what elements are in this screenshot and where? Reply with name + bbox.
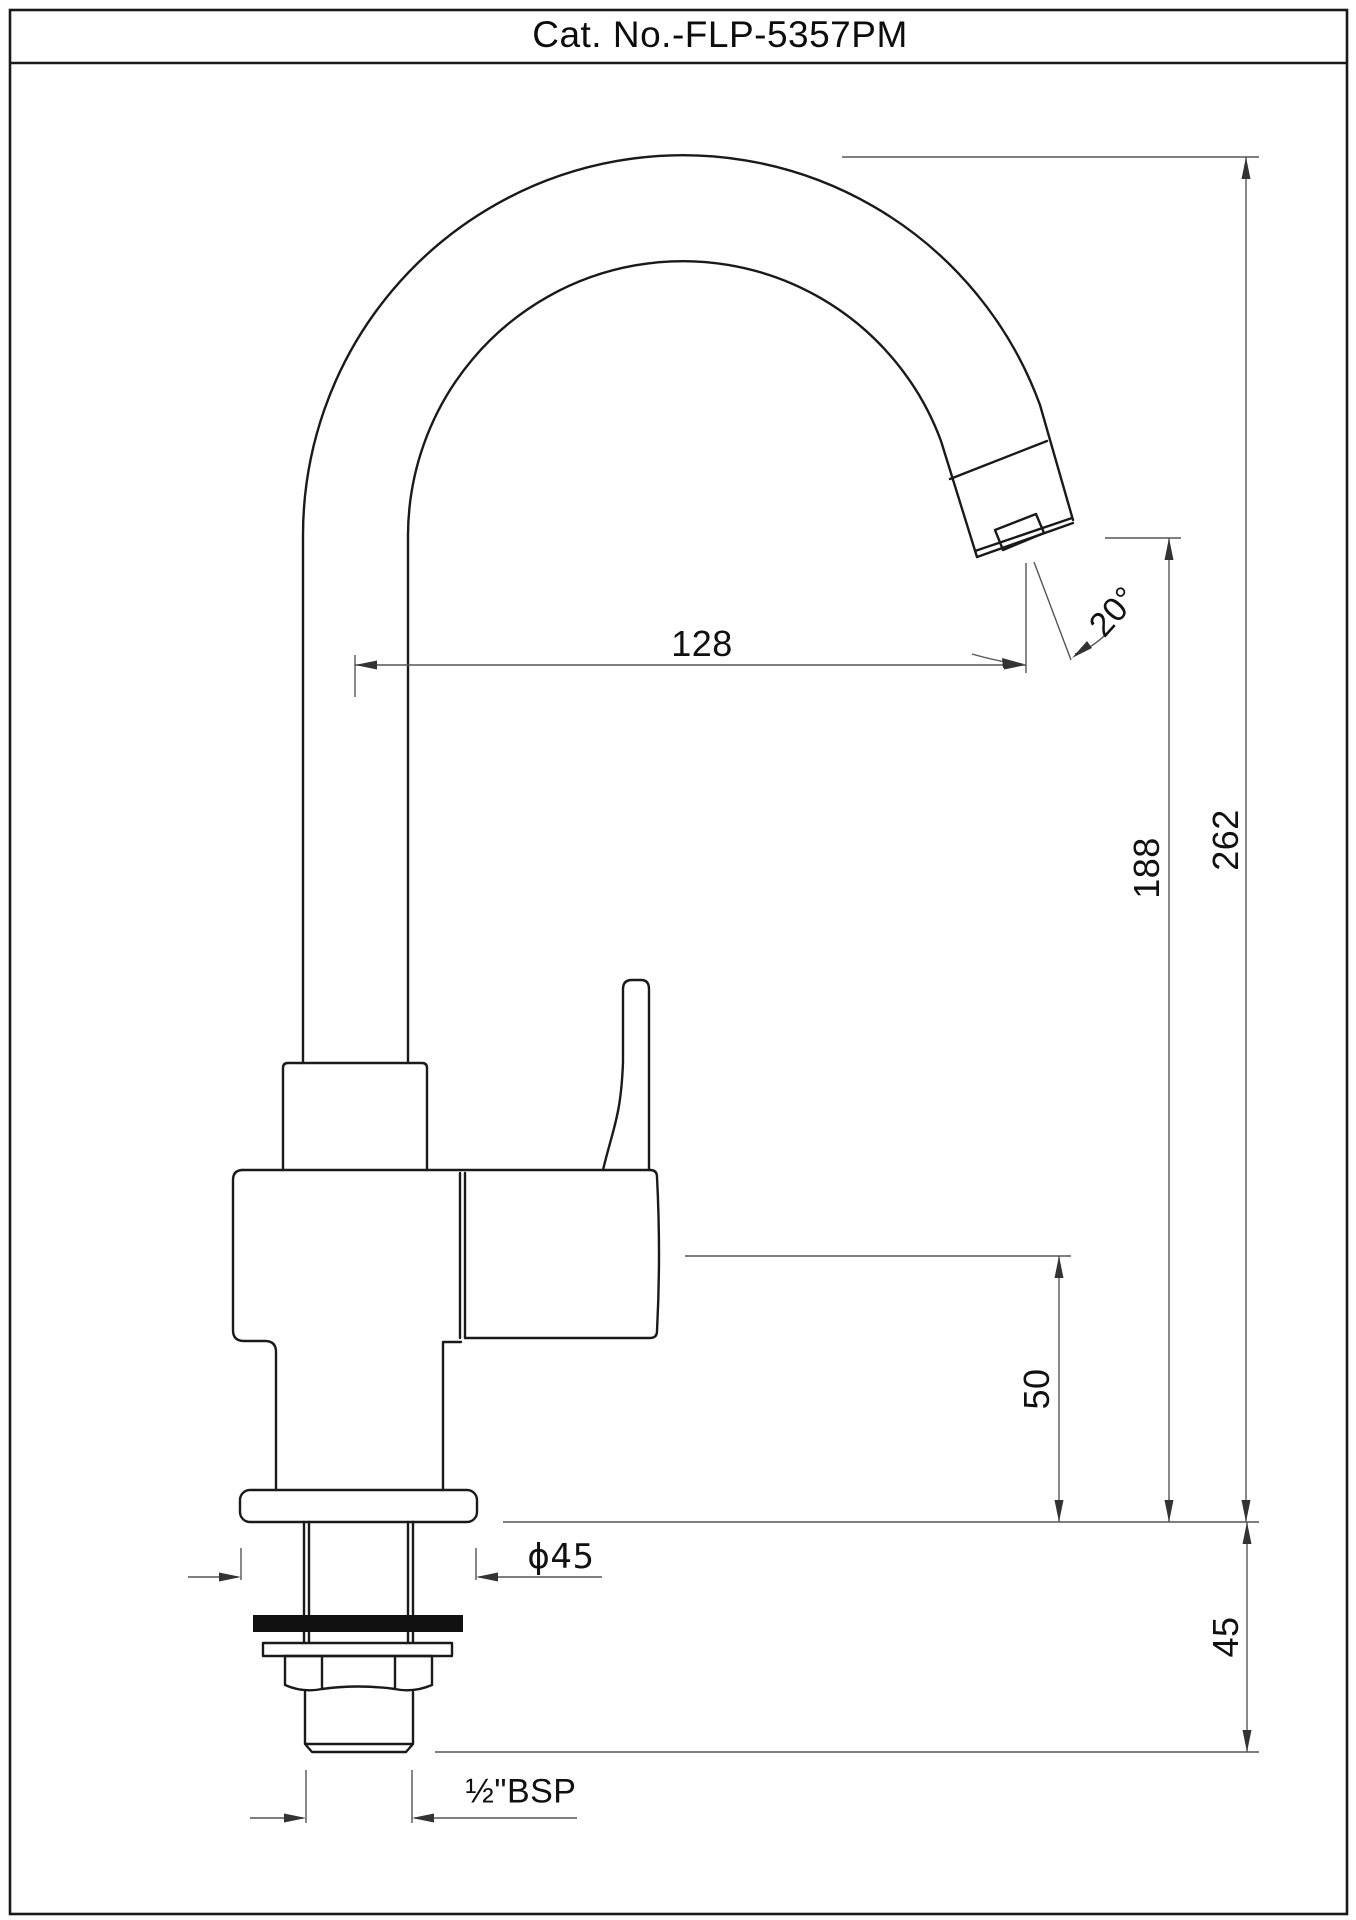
base-flange [238, 1488, 479, 1524]
dim-label-shank-length: 45 [1205, 1616, 1246, 1658]
arrow-bsp-left [284, 1813, 306, 1823]
arrow-45-top [1242, 1522, 1252, 1544]
angle-20deg-ray [1033, 561, 1072, 661]
title-catalog-number: Cat. No.-FLP-5357PM [532, 14, 908, 55]
arrow-262-top [1241, 157, 1251, 179]
handle-cylinder [463, 1168, 661, 1340]
spout-inner-arc [406, 260, 979, 1065]
arrow-50-top [1054, 1256, 1064, 1278]
arrow-188-bottom [1164, 1500, 1174, 1522]
arrow-262-bottom [1241, 1500, 1251, 1522]
dim-label-spout-reach: 128 [671, 623, 733, 664]
dimension-arrowheads [219, 157, 1252, 1823]
dim-label-thread-spec: ½"BSP [465, 1772, 577, 1811]
faucet-outline [231, 154, 1075, 1754]
arrow-188-top [1164, 538, 1174, 560]
body-shoulder [281, 1061, 429, 1172]
arrow-bsp-right [412, 1813, 434, 1823]
washer [261, 1641, 454, 1658]
dim-label-body-height: 50 [1016, 1368, 1057, 1410]
body-handle-seam [458, 1171, 467, 1340]
dim-label-base-diameter: ϕ45 [527, 1537, 595, 1577]
dim-label-overall-height: 262 [1205, 809, 1246, 871]
spout-outer-arc [301, 154, 1075, 1065]
arrow-45-bottom [1242, 1730, 1252, 1752]
ext-dia45-ticks [240, 1548, 477, 1580]
arrow-angle-left [1002, 658, 1024, 668]
arrow-50-bottom [1054, 1500, 1064, 1522]
inlet-pipe [303, 1690, 415, 1754]
rubber-gasket [253, 1615, 463, 1632]
arrow-angle-right [1072, 641, 1092, 658]
handle-lever [601, 978, 651, 1172]
spout-seam-line [948, 439, 1049, 481]
arrow-128-left [355, 660, 377, 670]
dimension-lines [188, 156, 1259, 1823]
shank-threads [302, 1520, 415, 1645]
spout-aerator [993, 512, 1046, 552]
arrow-dia45-right [476, 1572, 498, 1582]
dim-label-outlet-height: 188 [1126, 837, 1167, 899]
ext-bsp-ticks [305, 1770, 413, 1823]
body-right-step [441, 1340, 463, 1492]
mounting-nut [283, 1654, 434, 1692]
sheet-border [8, 8, 1349, 1916]
spout-face [973, 516, 1075, 559]
arrow-dia45-left [219, 1572, 241, 1582]
body-left-side [231, 1168, 278, 1492]
